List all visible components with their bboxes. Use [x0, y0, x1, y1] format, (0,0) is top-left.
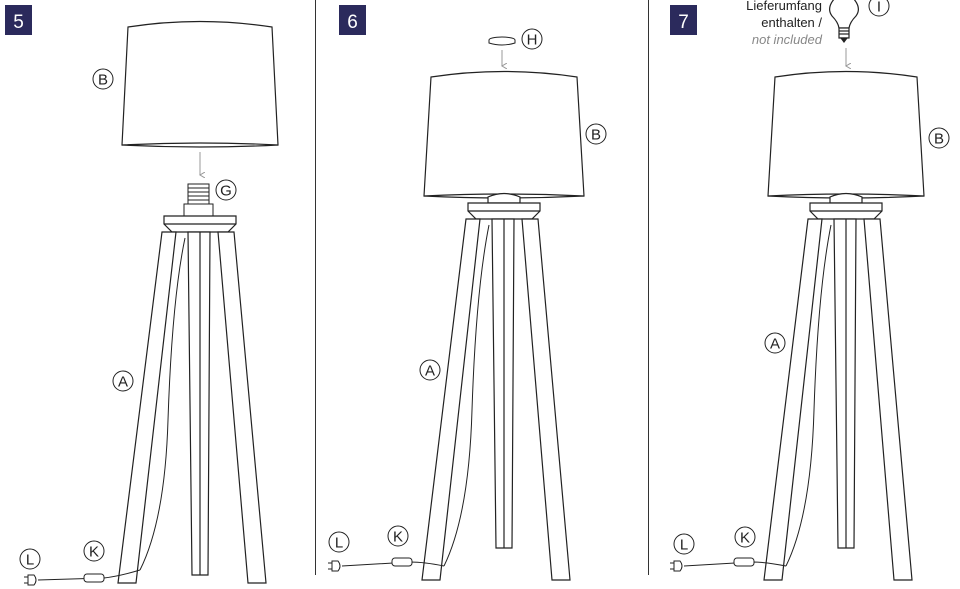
label-bulb: I	[877, 0, 881, 16]
tripod-base	[764, 203, 912, 580]
lamp-shade	[768, 72, 924, 204]
step-number: 6	[347, 12, 358, 33]
label-tripod: A	[770, 336, 780, 353]
step-5-panel: 5 B G A	[5, 5, 278, 585]
bulb-note-line3: not included	[752, 32, 823, 47]
label-cord: L	[680, 537, 688, 554]
plug-icon	[328, 561, 340, 571]
step-7-panel: 7 Lieferumfang enthalten / not included …	[670, 0, 949, 580]
socket-thread	[184, 184, 213, 216]
lamp-shade	[122, 22, 278, 148]
step-number: 5	[13, 12, 24, 33]
inline-switch	[392, 558, 412, 566]
bulb-note-line1: Lieferumfang	[746, 0, 822, 13]
light-bulb-icon	[830, 0, 859, 42]
label-cord: L	[335, 535, 343, 552]
label-switch: K	[89, 544, 99, 561]
plug-icon	[24, 575, 36, 585]
bulb-note-line2: enthalten /	[761, 15, 822, 30]
label-ring: H	[527, 32, 538, 49]
label-tripod: A	[118, 374, 128, 391]
label-switch: K	[740, 530, 750, 547]
retaining-ring	[489, 37, 515, 45]
step-6-panel: 6 H B A	[328, 5, 606, 580]
label-shade: B	[98, 72, 108, 89]
lamp-shade	[424, 72, 584, 204]
inline-switch	[84, 574, 104, 582]
plug-icon	[670, 561, 682, 571]
step-number: 7	[678, 12, 689, 33]
label-switch: K	[393, 529, 403, 546]
tripod-base	[422, 203, 570, 580]
label-cord: L	[26, 552, 34, 569]
label-socket: G	[220, 183, 232, 200]
inline-switch	[734, 558, 754, 566]
tripod-base	[118, 216, 266, 583]
label-tripod: A	[425, 363, 435, 380]
label-shade: B	[591, 127, 601, 144]
label-shade: B	[934, 131, 944, 148]
